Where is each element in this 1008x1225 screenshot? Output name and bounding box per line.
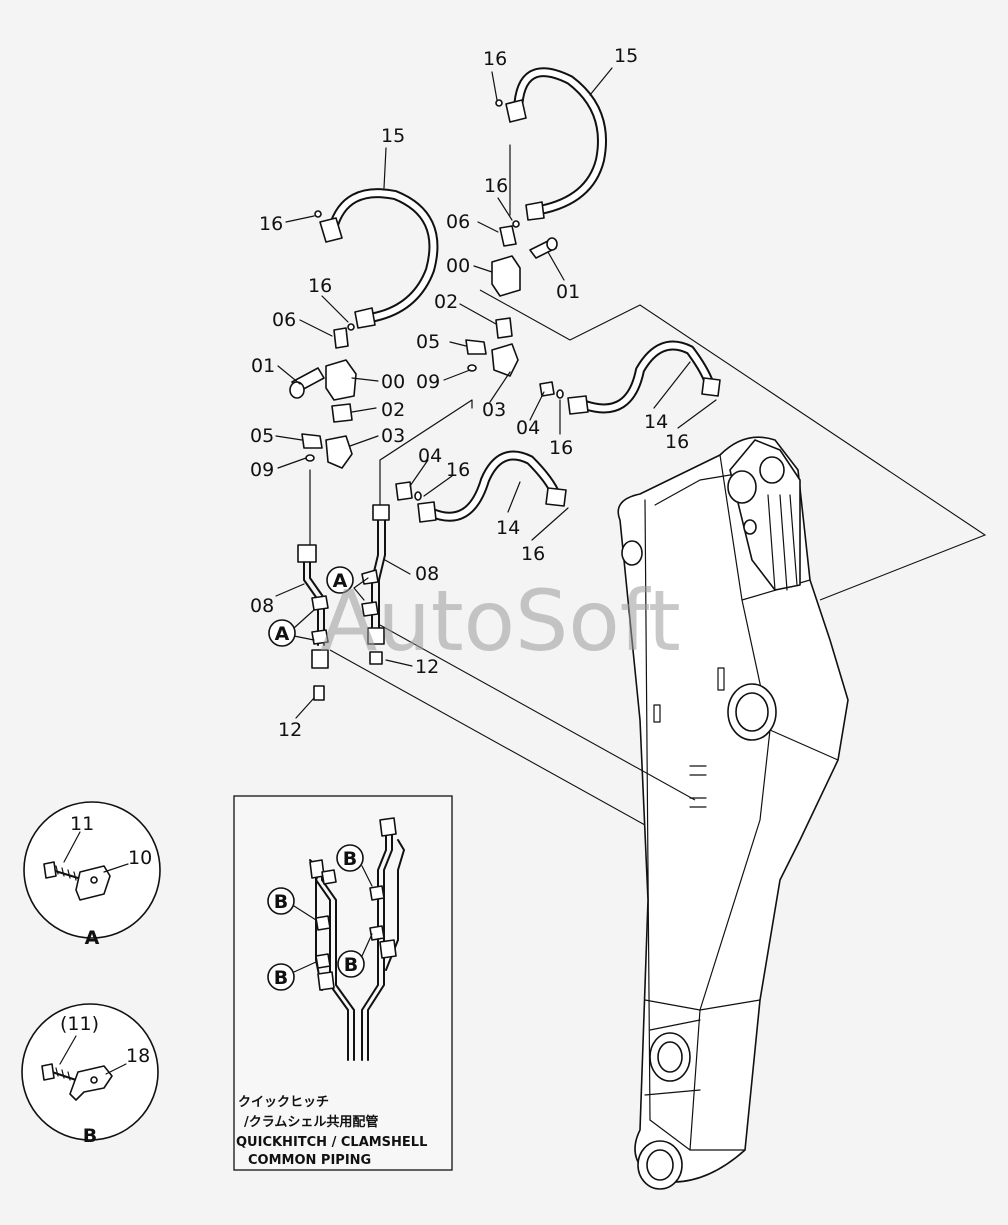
part-label-06: 06 <box>446 211 470 233</box>
inset-caption-en-2: COMMON PIPING <box>248 1153 371 1168</box>
part-label-16: 16 <box>259 213 283 235</box>
part-label-02: 02 <box>381 399 405 421</box>
detail-a: 11 10 A <box>23 801 161 949</box>
part-label-04: 04 <box>418 445 442 467</box>
part-label-08: 08 <box>250 595 274 617</box>
part-label-01: 01 <box>556 281 580 303</box>
hose-right <box>567 340 721 415</box>
detail-b-caption: B <box>83 1125 97 1147</box>
leader-lines <box>309 144 987 826</box>
part-label-16: 16 <box>665 431 689 453</box>
fittings-left <box>289 210 422 501</box>
hose-upper-left <box>319 188 439 329</box>
part-label-11-ref: (11) <box>60 1013 99 1035</box>
part-label-04: 04 <box>516 417 540 439</box>
part-label-16: 16 <box>549 437 573 459</box>
part-labels: 16 15 15 16 16 06 00 01 16 06 02 05 01 0… <box>250 45 689 741</box>
part-label-03: 03 <box>381 425 405 447</box>
part-label-16: 16 <box>521 543 545 565</box>
callout-label: B <box>274 967 288 989</box>
part-label-05: 05 <box>250 425 274 447</box>
part-label-06: 06 <box>272 309 296 331</box>
callout-label: B <box>274 891 288 913</box>
part-label-01: 01 <box>251 355 275 377</box>
part-label-12: 12 <box>415 656 439 678</box>
inset-caption-jp-2: /クラムシェル共用配管 <box>244 1114 378 1130</box>
part-label-03: 03 <box>482 399 506 421</box>
callout-a-1: A <box>326 566 369 601</box>
part-leaders <box>275 67 717 719</box>
part-label-02: 02 <box>434 291 458 313</box>
inset-caption-jp-1: クイックヒッチ <box>238 1095 329 1110</box>
part-label-18: 18 <box>126 1045 150 1067</box>
inset-caption-en-1: QUICKHITCH / CLAMSHELL <box>236 1135 427 1150</box>
part-label-14: 14 <box>496 517 520 539</box>
watermark-text: AutoSoft <box>320 572 681 670</box>
part-label-15: 15 <box>614 45 638 67</box>
part-label-11: 11 <box>70 813 94 835</box>
callout-label: A <box>275 623 290 645</box>
part-label-09: 09 <box>416 371 440 393</box>
callout-b-3: B <box>337 933 373 978</box>
callout-b-4: B <box>267 961 317 991</box>
part-label-15: 15 <box>381 125 405 147</box>
detail-b: (11) 18 B <box>21 1003 159 1147</box>
part-label-16: 16 <box>483 48 507 70</box>
part-label-00: 00 <box>446 255 470 277</box>
detail-a-caption: A <box>85 927 100 949</box>
part-label-14: 14 <box>644 411 668 433</box>
callout-label: B <box>344 954 358 976</box>
inset-box: B B B B クイックヒッチ /クラムシェル共用配管 QUICKHITCH /… <box>233 795 453 1171</box>
callout-a-2: A <box>268 609 315 647</box>
callout-label: A <box>333 570 348 592</box>
part-label-09: 09 <box>250 459 274 481</box>
callout-label: B <box>343 848 357 870</box>
callout-b-2: B <box>267 887 317 921</box>
pipes <box>297 504 390 701</box>
boom-arm <box>617 436 849 1190</box>
part-label-16: 16 <box>308 275 332 297</box>
part-label-16: 16 <box>446 459 470 481</box>
part-label-16: 16 <box>484 175 508 197</box>
part-label-05: 05 <box>416 331 440 353</box>
part-label-12: 12 <box>278 719 302 741</box>
fittings-right <box>465 99 564 399</box>
callout-b-1: B <box>336 844 373 887</box>
part-label-10: 10 <box>128 847 152 869</box>
hose-upper-right <box>505 67 607 221</box>
part-label-00: 00 <box>381 371 405 393</box>
hose-middle <box>417 450 567 523</box>
part-label-08: 08 <box>415 563 439 585</box>
